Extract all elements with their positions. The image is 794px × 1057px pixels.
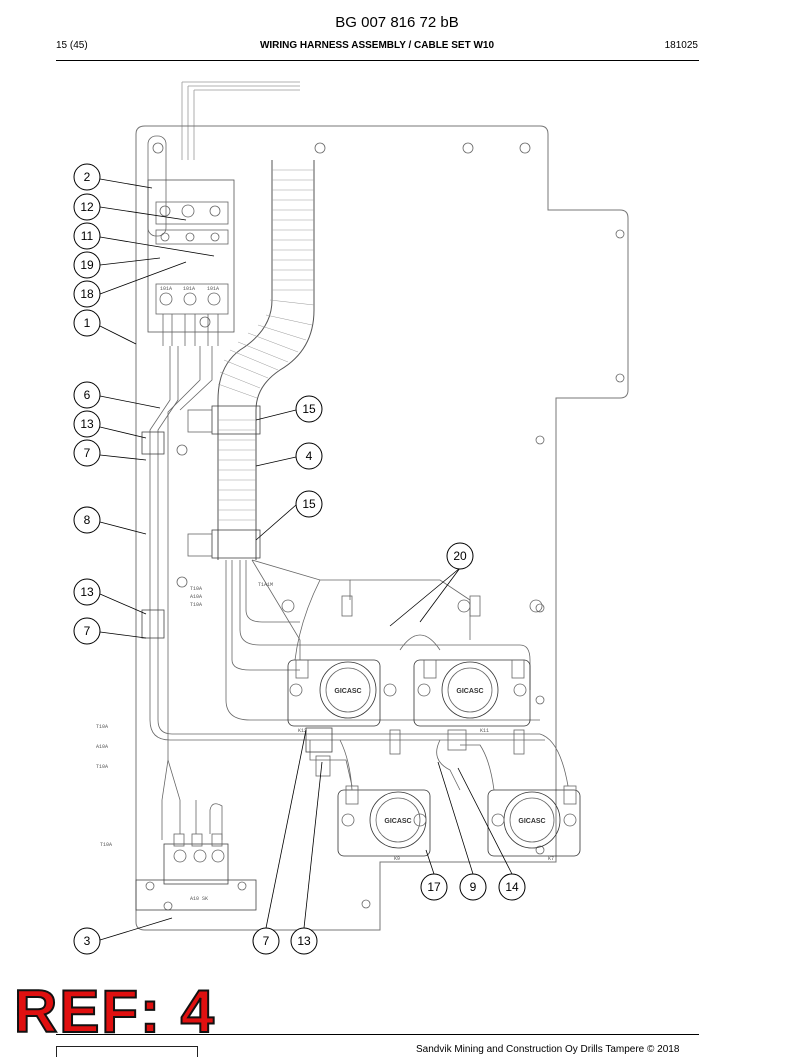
wire-label: 101A bbox=[207, 286, 219, 292]
callout-number: 13 bbox=[80, 585, 94, 599]
callout-number: 8 bbox=[84, 513, 91, 527]
wire-label: T10A bbox=[100, 842, 112, 848]
callout-number: 7 bbox=[84, 446, 91, 460]
wire-label: 101A bbox=[160, 286, 172, 292]
wire-label: T10A bbox=[190, 602, 202, 608]
wire-label: K11 bbox=[480, 728, 489, 734]
doc-number: BG 007 816 72 bB bbox=[335, 14, 459, 31]
valve-label: GICASC bbox=[384, 818, 411, 825]
callout-number: 19 bbox=[80, 258, 94, 272]
callout-number: 3 bbox=[84, 934, 91, 948]
callout-number: 6 bbox=[84, 388, 91, 402]
callout-number: 9 bbox=[470, 880, 477, 894]
callout-number: 1 bbox=[84, 316, 91, 330]
wire-label: 101A bbox=[183, 286, 195, 292]
callout-number: 15 bbox=[302, 497, 316, 511]
wire-label: K12 bbox=[298, 728, 307, 734]
callout-number: 18 bbox=[80, 287, 94, 301]
wire-label: K7 bbox=[548, 856, 554, 862]
wire-label: K9 bbox=[394, 856, 400, 862]
wire-label: T10A bbox=[96, 764, 108, 770]
callout-number: 15 bbox=[302, 402, 316, 416]
callout-number: 13 bbox=[297, 934, 311, 948]
wire-label: T10A bbox=[190, 586, 202, 592]
valve-label: GICASC bbox=[518, 818, 545, 825]
valve-label: GICASC bbox=[334, 688, 361, 695]
callout-number: 12 bbox=[80, 200, 94, 214]
wire-label: T10A bbox=[96, 724, 108, 730]
ref-stamp: REF: 4 bbox=[13, 978, 217, 1045]
doc-date: 181025 bbox=[664, 40, 698, 51]
wire-label: T1A1M bbox=[258, 582, 273, 588]
copyright-text: Sandvik Mining and Construction Oy Drill… bbox=[416, 1044, 680, 1055]
callout-number: 7 bbox=[84, 624, 91, 638]
callout-number: 7 bbox=[263, 934, 270, 948]
header-rule bbox=[56, 60, 699, 61]
callout-number: 11 bbox=[81, 229, 94, 243]
brand-logo-strip bbox=[56, 1046, 198, 1057]
wire-label: A10A bbox=[190, 594, 202, 600]
page-number: 15 (45) bbox=[56, 40, 88, 51]
callout-number: 14 bbox=[505, 880, 519, 894]
valve-label: GICASC bbox=[456, 688, 483, 695]
callout-number: 20 bbox=[453, 549, 467, 563]
callout-number: 2 bbox=[84, 170, 91, 184]
callout-number: 4 bbox=[306, 449, 313, 463]
wire-label: A10A bbox=[96, 744, 108, 750]
footer-rule bbox=[56, 1034, 699, 1035]
callout-number: 13 bbox=[80, 417, 94, 431]
header-row: WIRING HARNESS ASSEMBLY / CABLE SET W10 … bbox=[56, 40, 698, 54]
wire-label: A10 SK bbox=[190, 896, 208, 902]
callout-number: 17 bbox=[427, 880, 441, 894]
doc-title: WIRING HARNESS ASSEMBLY / CABLE SET W10 bbox=[259, 40, 495, 51]
